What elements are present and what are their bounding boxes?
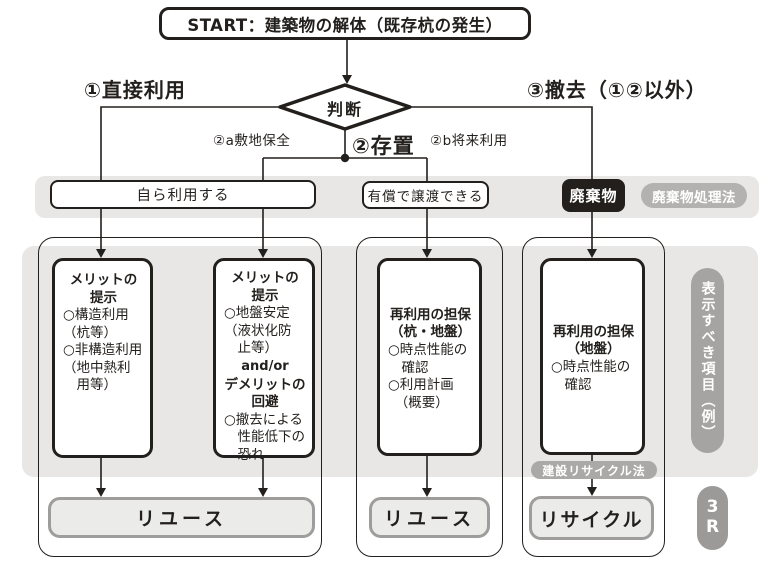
paid-transfer-label: 有償で譲渡できる (367, 189, 484, 205)
branch-preserve-a-label: ②a敷地保全 (213, 133, 291, 149)
outcome-recycle-label: リサイクル (539, 508, 644, 531)
column2-title: メリットの 提示 (231, 270, 299, 304)
outcome-reuse-left-label: リユース (135, 508, 228, 530)
paid-transfer-node: 有償で譲渡できる (362, 181, 489, 209)
self-use-node: 自ら利用する (50, 180, 316, 209)
column1-body: ○構造利用 （杭等） ○非構造利用 （地中熱利 用等） (63, 307, 143, 394)
waste-label: 廃棄物 (569, 187, 618, 205)
waste-law-badge: 廃棄物処理法 (641, 183, 747, 208)
column-merit-demerit: メリットの 提示 ○地盤安定 （液状化防 止等） and/or デメリットの 回… (213, 258, 315, 463)
column-merit-structural: メリットの 提示 ○構造利用 （杭等） ○非構造利用 （地中熱利 用等） (52, 258, 153, 458)
construction-recycle-law-label: 建設リサイクル法 (542, 463, 646, 478)
column3-body: ○時点性能の 確認 ○利用計画 （概要） (388, 341, 468, 411)
self-use-label: 自ら利用する (136, 188, 230, 204)
construction-recycle-law-badge: 建設リサイクル法 (531, 461, 657, 479)
display-items-vertical-label: 表示すべき項目（例） (699, 280, 716, 441)
start-label: START：建築物の解体（既存杭の発生） (187, 15, 503, 35)
column3-title: 再利用の担保 （杭・地盤） (390, 306, 471, 341)
outcome-recycle: リサイクル (529, 496, 654, 540)
column1-title: メリットの 提示 (69, 272, 138, 306)
waste-node: 廃棄物 (562, 179, 625, 212)
decision-label: 判断 (326, 100, 363, 119)
column2-title2: デメリットの 回避 (224, 376, 306, 411)
branch-removal-label: ③撤去（①②以外） (527, 78, 707, 102)
column-reuse-guarantee-pile-ground: 再利用の担保 （杭・地盤） ○時点性能の 確認 ○利用計画 （概要） (377, 258, 482, 456)
column2-body1: ○地盤安定 （液状化防 止等） (224, 305, 292, 357)
column4-body: ○時点性能の 確認 (551, 359, 631, 393)
outcome-reuse-left: リユース (48, 497, 315, 538)
column2-andor: and/or (241, 358, 289, 374)
group-direct-use (38, 237, 322, 557)
column2-body2: ○撤去による 性能低下の 恐れ (224, 411, 305, 463)
outcome-reuse-center-label: リユース (383, 508, 476, 530)
column4-title: 再利用の担保 （地盤） (553, 323, 634, 358)
column-reuse-guarantee-ground: 再利用の担保 （地盤） ○時点性能の 確認 (540, 258, 645, 455)
group-paid-transfer (356, 237, 503, 557)
branch-preserve-label: ②存置 (352, 134, 415, 158)
start-node: START：建築物の解体（既存杭の発生） (159, 7, 531, 40)
waste-law-label: 廃棄物処理法 (652, 189, 736, 206)
outcome-reuse-center: リユース (369, 497, 490, 538)
branch-direct-use-label: ①直接利用 (84, 78, 186, 102)
display-items-vertical-badge: 表示すべき項目（例） (691, 268, 724, 453)
branch-preserve-b-label: ②b将来利用 (430, 133, 508, 149)
three-r-badge: 3 R (697, 486, 728, 550)
group-waste (522, 237, 665, 557)
